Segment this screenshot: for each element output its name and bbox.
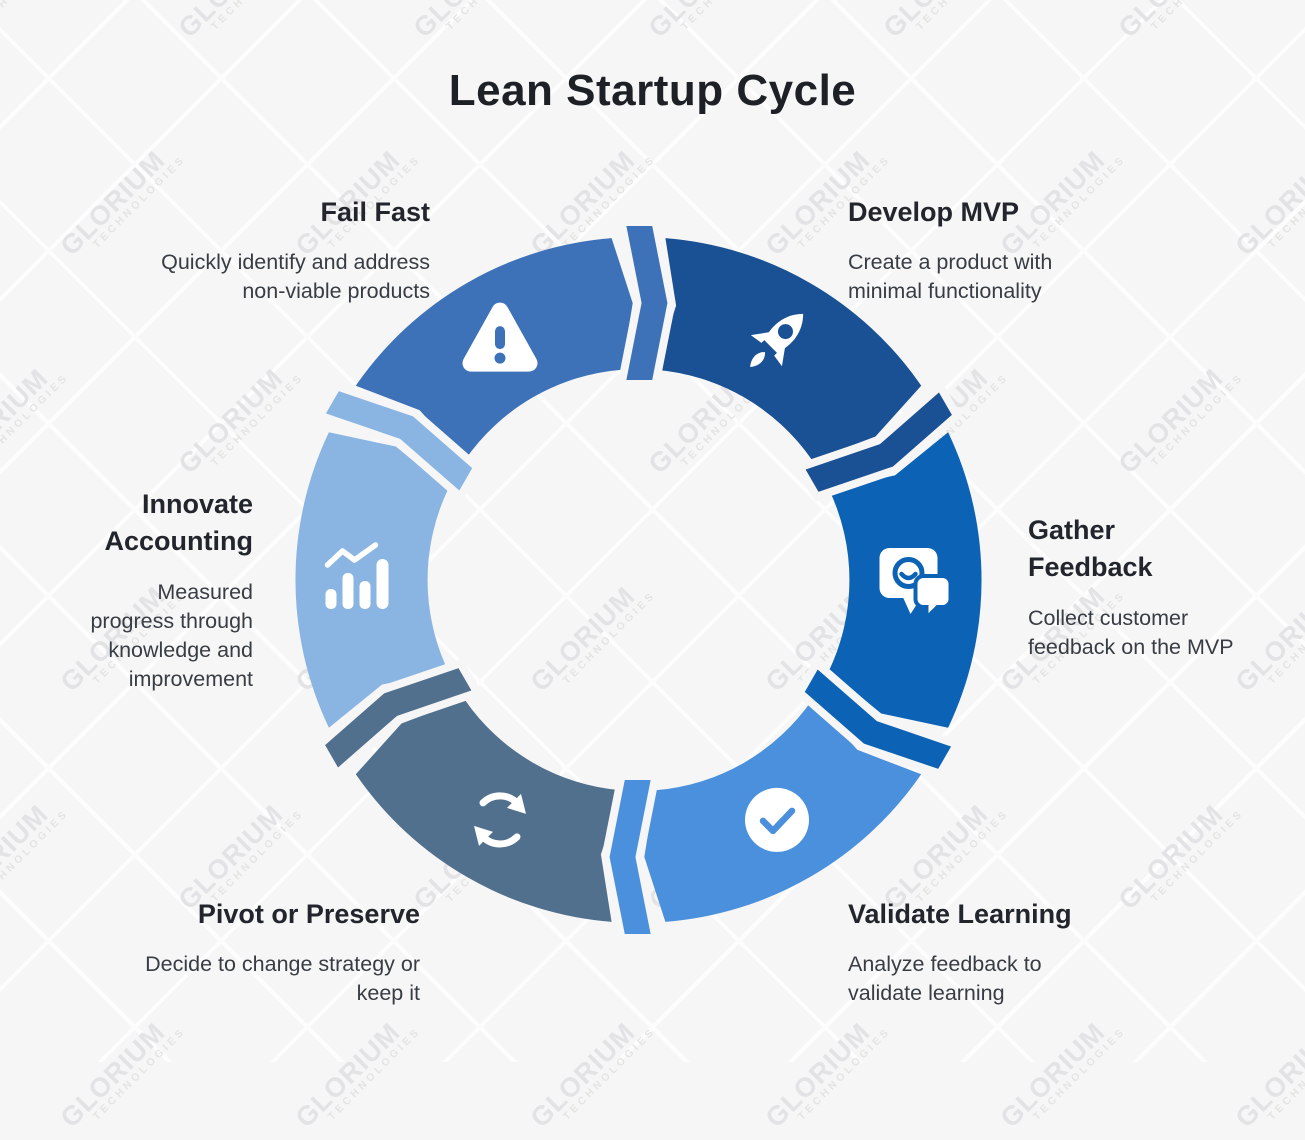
step-text-gather-feedback: Gather Feedback Collect customer feedbac… bbox=[1028, 512, 1298, 662]
cycle-segment-pivot-preserve bbox=[355, 699, 622, 922]
page-title: Lean Startup Cycle bbox=[448, 66, 857, 115]
step-title-develop-mvp: Develop MVP bbox=[848, 197, 1020, 227]
step-description-pivot-preserve: Decide to change strategy or keep it bbox=[145, 952, 420, 1006]
step-text-fail-fast: Fail Fast Quickly identify and address n… bbox=[50, 194, 430, 306]
step-description-gather-feedback: Collect customer feedback on the MVP bbox=[1028, 605, 1234, 659]
check-circle-icon bbox=[745, 787, 809, 852]
step-text-validate-learning: Validate Learning Analyze feedback to va… bbox=[848, 896, 1248, 1008]
step-description-innovate-accounting: Measured progress through knowledge and … bbox=[90, 579, 253, 691]
step-title-validate-learning: Validate Learning bbox=[848, 899, 1072, 929]
step-title-fail-fast: Fail Fast bbox=[320, 197, 430, 227]
step-description-develop-mvp: Create a product with minimal functional… bbox=[848, 250, 1053, 304]
step-text-develop-mvp: Develop MVP Create a product with minima… bbox=[848, 194, 1228, 306]
step-description-fail-fast: Quickly identify and address non-viable … bbox=[161, 250, 430, 304]
step-text-pivot-preserve: Pivot or Preserve Decide to change strat… bbox=[20, 896, 420, 1008]
step-title-innovate-accounting: Innovate Accounting bbox=[104, 489, 254, 557]
step-text-innovate-accounting: Innovate Accounting Measured progress th… bbox=[3, 486, 253, 694]
step-title-gather-feedback: Gather Feedback bbox=[1028, 515, 1153, 583]
step-title-pivot-preserve: Pivot or Preserve bbox=[197, 899, 420, 929]
step-description-validate-learning: Analyze feedback to validate learning bbox=[848, 952, 1042, 1006]
